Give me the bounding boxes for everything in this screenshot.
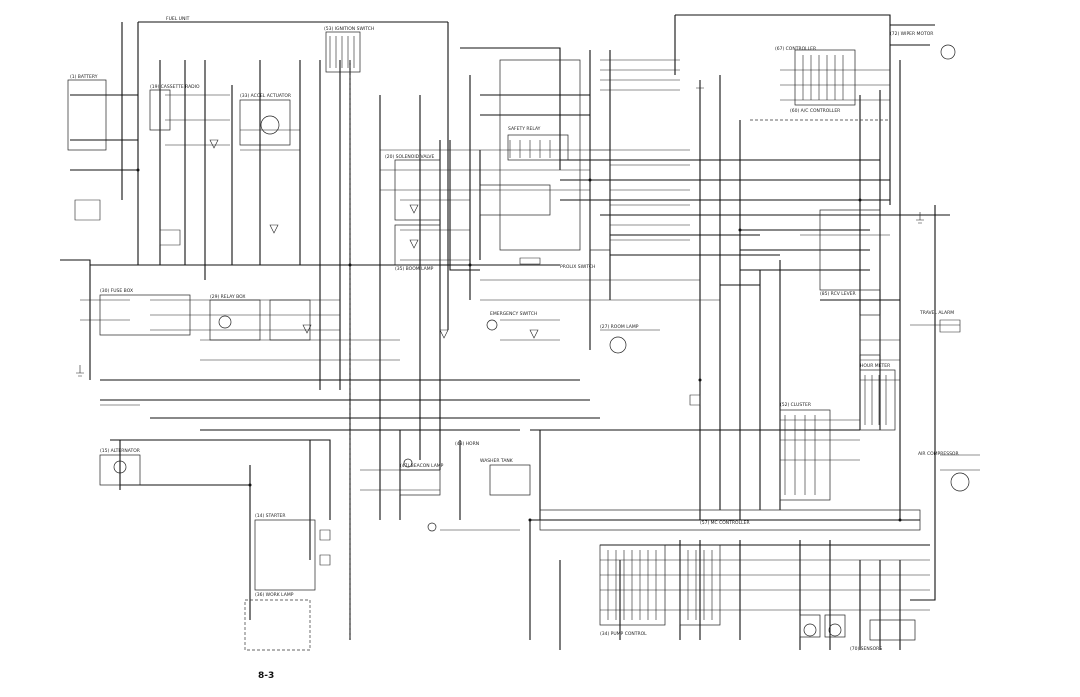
label-rcv-lever: (85) RCV LEVER xyxy=(820,291,856,297)
label-wiper-motor: (72) WIPER MOTOR xyxy=(890,31,933,37)
label-room-lamp: (27) ROOM LAMP xyxy=(600,324,639,330)
label-accel-actuator: (33) ACCEL ACTUATOR xyxy=(240,93,291,99)
label-travel-alarm: TRAVEL ALARM xyxy=(919,310,954,316)
label-controller: (67) CONTROLLER xyxy=(775,46,816,52)
label-safety-relay: SAFETY RELAY xyxy=(508,126,541,132)
label-fuse-box: (30) FUSE BOX xyxy=(100,288,133,294)
small-symbols xyxy=(74,80,961,566)
label-horn: (48) HORN xyxy=(455,441,479,447)
label-air-compressor: AIR COMPRESSOR xyxy=(918,451,959,457)
label-work-lamp: (36) WORK LAMP xyxy=(255,592,294,598)
junction-dots xyxy=(136,168,902,522)
label-ignition-switch: (53) IGNITION SWITCH xyxy=(324,26,374,32)
label-ac-controller: (60) A/C CONTROLLER xyxy=(790,108,840,114)
label-cassette-radio: (19) CASSETTE RADIO xyxy=(150,84,200,90)
label-emergency-switch: EMERGENCY SWITCH xyxy=(490,311,537,317)
component-labels: FUEL UNIT (53) IGNITION SWITCH (60) A/C … xyxy=(70,16,959,652)
label-mc-controller: (57) MC CONTROLLER xyxy=(700,520,750,526)
label-fuel-unit: FUEL UNIT xyxy=(166,16,190,22)
label-starter: (14) STARTER xyxy=(255,513,286,519)
label-pump-control: (34) PUMP CONTROL xyxy=(600,631,647,637)
label-boom-lamp: (35) BOOM LAMP xyxy=(395,266,434,272)
label-relay-box: (29) RELAY BOX xyxy=(210,294,246,300)
motor-circles xyxy=(113,44,970,637)
label-sensors: (70) SENSORS xyxy=(850,646,882,652)
dashed-harness xyxy=(244,60,890,651)
component-boxes xyxy=(67,31,921,641)
label-solenoid-valve: (20) SOLENOID VALVE xyxy=(385,154,435,160)
connector-pins xyxy=(329,36,887,620)
label-cluster: (52) CLUSTER xyxy=(780,402,811,408)
page-number: 8-3 xyxy=(258,671,274,681)
label-battery: (1) BATTERY xyxy=(70,74,98,80)
label-alternator: (15) ALTERNATOR xyxy=(100,448,140,454)
signal-wires xyxy=(80,59,980,611)
label-prolix-switch: PROLIX SWITCH xyxy=(560,264,595,270)
label-washer-tank: WASHER TANK xyxy=(480,458,514,464)
label-beacon-lamp: (47) BEACON LAMP xyxy=(400,463,444,469)
label-hour-meter: HOUR METER xyxy=(860,363,890,369)
